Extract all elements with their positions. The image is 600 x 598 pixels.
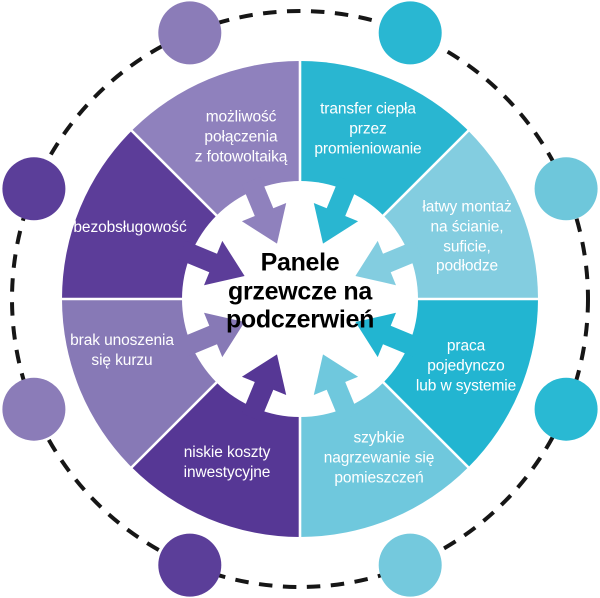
segment-label-latwy-montaz: łatwy montaż na ścianie, suficie, podłod… [422, 198, 512, 275]
center-circle [182, 181, 418, 417]
ring-dot-ssw [158, 533, 222, 597]
ring-dot-ese [534, 377, 598, 441]
inward-arrow-latwy-montaz [355, 240, 423, 286]
ring-dot-sse [378, 533, 442, 597]
segment-label-transfer-ciepla: transfer ciepła przez promieniowanie [314, 100, 422, 157]
inward-arrow-transfer-ciepla [313, 176, 359, 244]
inward-arrow-brak-kurzu [177, 312, 245, 358]
segment-label-brak-kurzu: brak unoszenia się kurzu [70, 332, 174, 369]
ring-dot-wsw [2, 377, 66, 441]
segment-label-praca-pojedynczo: praca pojedynczo lub w systemie [415, 337, 517, 394]
segment-label-mozliwosc-fotowoltaika: możliwość połączenia z fotowoltaiką [194, 108, 288, 165]
inward-arrow-bezobslugowosc [177, 240, 245, 286]
inward-arrow-praca-pojedynczo [355, 312, 423, 358]
ring-dot-wnw [2, 157, 66, 221]
ring-dot-nne [378, 1, 442, 65]
inward-arrow-szybkie-nagrzewanie [313, 354, 359, 422]
inward-arrow-mozliwosc-fotowoltaika [241, 176, 287, 244]
inward-arrow-niskie-koszty [241, 354, 287, 422]
ring-dot-nnw [158, 1, 222, 65]
dashed-ring [10, 9, 590, 589]
segment-label-szybkie-nagrzewanie: szybkie nagrzewanie się pomieszczeń [323, 429, 435, 486]
ring-dot-ene [534, 157, 598, 221]
diagram-title: Panele grzewcze na podczerwień [225, 248, 375, 334]
segment-label-bezobslugowosc: bezobsługowość [73, 219, 187, 237]
segment-label-niskie-koszty: niskie koszty inwestycyjne [183, 444, 271, 481]
